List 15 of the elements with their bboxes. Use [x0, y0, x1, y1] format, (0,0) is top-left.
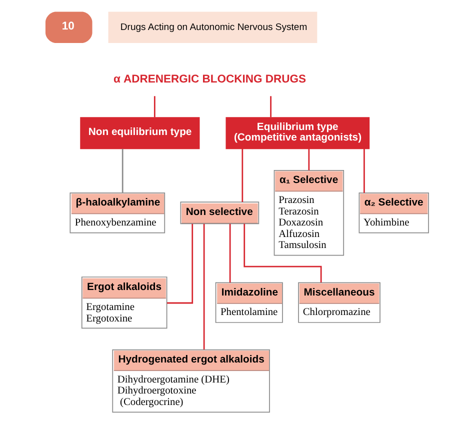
label: Drugs Acting on Autonomic Nervous System: [120, 22, 308, 33]
node-text: α ADRENERGIC BLOCKING DRUGS: [114, 73, 306, 86]
connector: [154, 96, 156, 118]
node-box: Non equilibrium type: [80, 117, 200, 150]
connector: [270, 96, 272, 118]
connector: [122, 148, 124, 193]
connector: [364, 148, 365, 193]
node-box: Equilibrium type (Competitive antagonists): [226, 117, 370, 150]
connector: [229, 224, 231, 283]
connector: [242, 148, 244, 202]
connector: [203, 224, 205, 350]
label: 10: [62, 20, 74, 32]
connector: [244, 224, 322, 282]
connector: [167, 224, 194, 304]
connector: [308, 148, 310, 170]
